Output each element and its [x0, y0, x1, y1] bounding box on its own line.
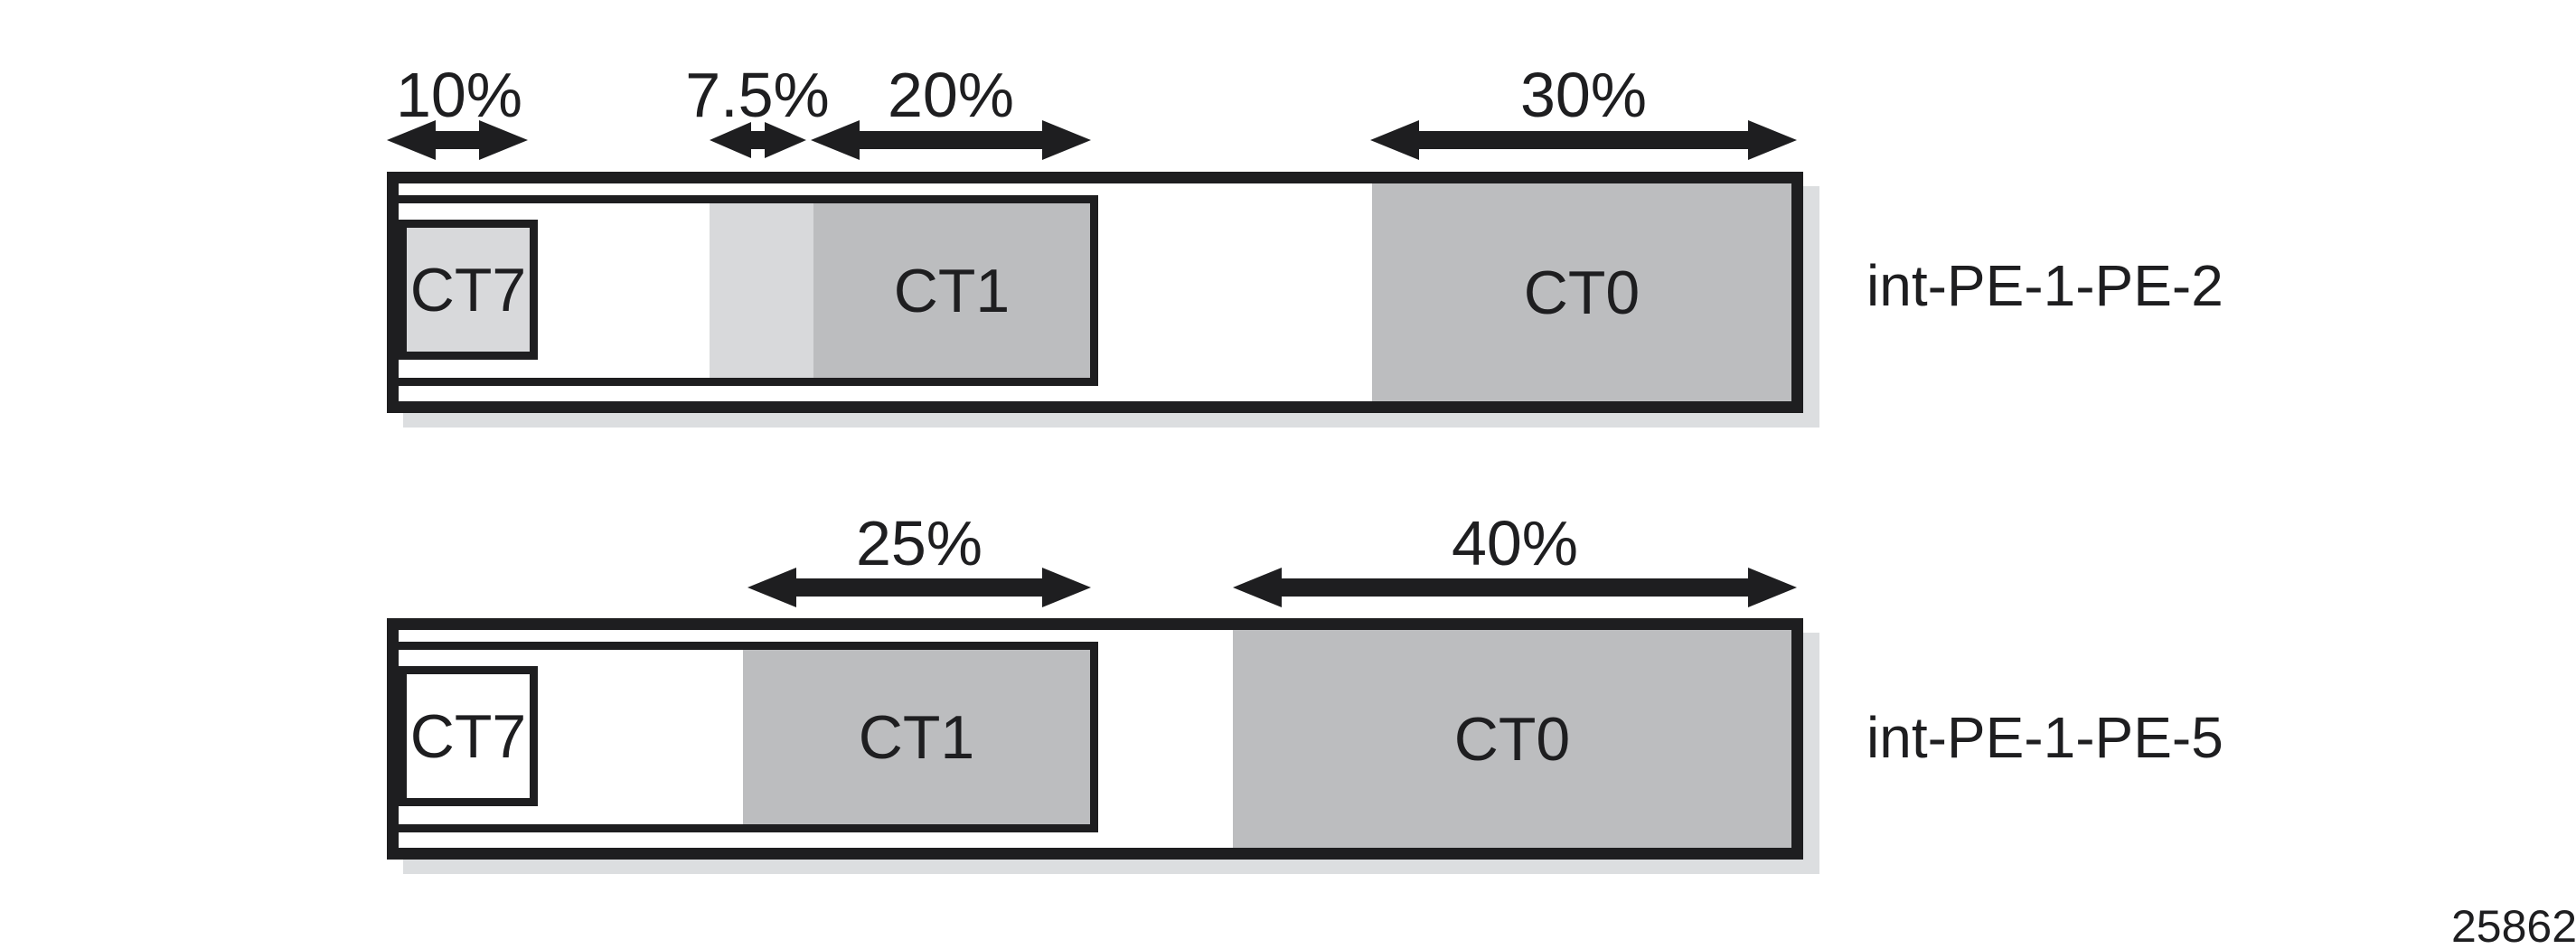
reserved-region-outline	[387, 195, 1098, 386]
arrow-head-right-icon	[765, 122, 806, 158]
arrow-head-left-icon	[710, 122, 751, 158]
percent-label-ct0-row2: 40%	[1451, 508, 1579, 578]
arrow-head-left-icon	[387, 120, 436, 160]
figure-number: 25862	[2451, 901, 2576, 949]
arrow-head-right-icon	[479, 120, 528, 160]
arrow-shaft	[1282, 578, 1748, 597]
segment-ct0: CT0	[1233, 630, 1791, 848]
segment-ct7: CT7	[399, 666, 538, 806]
segment-ct0-label: CT0	[1523, 258, 1641, 327]
range-arrow-ct1-row2	[747, 568, 1091, 607]
percent-label-ct0-row1: 30%	[1519, 60, 1648, 130]
percent-label-strip-row1: 7.5%	[685, 60, 830, 130]
arrow-head-left-icon	[1233, 568, 1282, 607]
segment-ct0-label: CT0	[1453, 704, 1571, 774]
interface-bar-int-pe-1-pe-5: CT1 CT7 CT0	[387, 618, 1803, 860]
segment-ct0: CT0	[1372, 183, 1791, 401]
arrow-shaft	[796, 578, 1042, 597]
range-arrow-ct1-row1	[811, 120, 1091, 160]
arrow-head-right-icon	[1042, 120, 1091, 160]
interface-bar-int-pe-1-pe-2: CT1 CT7 CT0	[387, 172, 1803, 413]
arrow-shaft	[436, 131, 479, 149]
reserved-strip-7-5pct	[710, 203, 813, 378]
percent-label-ct1-row2: 25%	[855, 508, 983, 578]
interface-name-row1: int-PE-1-PE-2	[1866, 253, 2223, 318]
segment-ct7-label: CT7	[409, 701, 527, 771]
range-arrow-ct7-row1	[387, 120, 528, 160]
range-arrow-ct0-row1	[1370, 120, 1797, 160]
range-arrow-strip-row1	[710, 120, 806, 160]
arrow-shaft	[1419, 131, 1748, 149]
segment-ct1: CT1	[813, 203, 1090, 378]
segment-ct1: CT1	[743, 650, 1090, 824]
arrow-head-left-icon	[811, 120, 860, 160]
segment-ct1-label: CT1	[858, 702, 975, 772]
arrow-shaft	[860, 131, 1042, 149]
arrow-shaft	[751, 131, 765, 149]
arrow-head-left-icon	[747, 568, 796, 607]
percent-label-ct1-row1: 20%	[887, 60, 1015, 130]
reserved-region-outline	[387, 642, 1098, 832]
segment-ct1-label: CT1	[893, 256, 1011, 325]
percent-label-ct7-row1: 10%	[395, 60, 523, 130]
arrow-head-left-icon	[1370, 120, 1419, 160]
arrow-head-right-icon	[1042, 568, 1091, 607]
range-arrow-ct0-row2	[1233, 568, 1797, 607]
segment-ct7-label: CT7	[409, 255, 527, 324]
arrow-head-right-icon	[1748, 568, 1797, 607]
arrow-head-right-icon	[1748, 120, 1797, 160]
interface-name-row2: int-PE-1-PE-5	[1866, 705, 2223, 770]
segment-ct7: CT7	[399, 220, 538, 360]
